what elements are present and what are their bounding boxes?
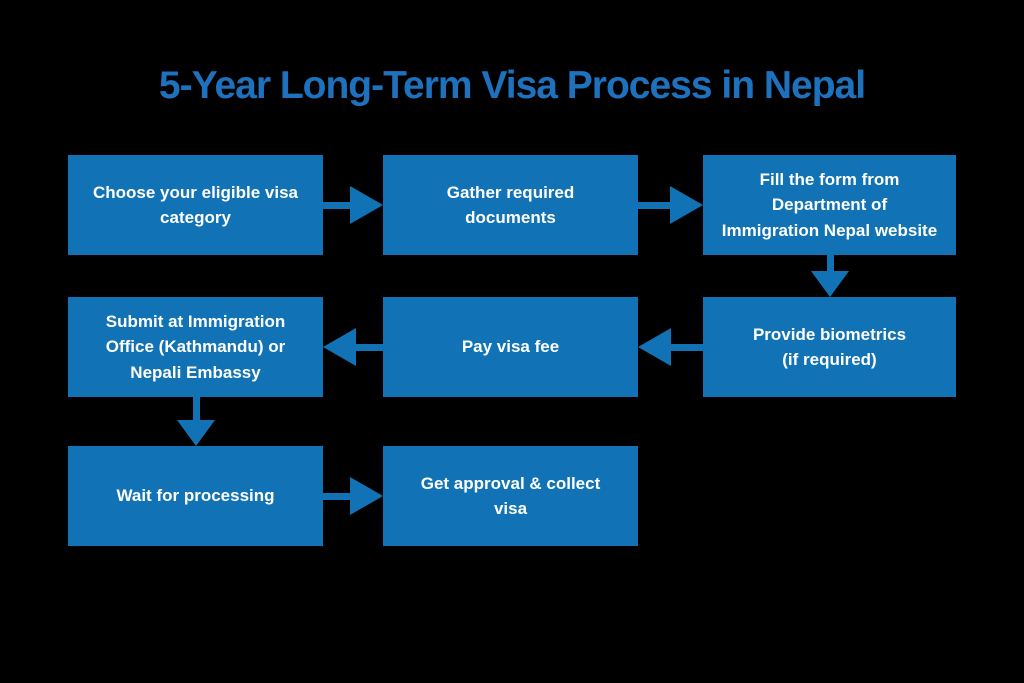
arrow-head-icon [638,328,671,366]
arrow-head-icon [350,477,383,515]
step-pay-visa-fee: Pay visa fee [383,297,638,397]
arrow-stem [323,492,350,500]
arrow-stem [671,343,703,351]
page-title: 5-Year Long-Term Visa Process in Nepal [158,64,866,107]
step-wait-processing: Wait for processing [68,446,323,546]
arrow-down-icon [811,255,849,297]
step-gather-documents: Gather required documents [383,155,638,255]
arrow-head-icon [350,186,383,224]
step-fill-form: Fill the form from Department of Immigra… [703,155,956,255]
arrow-head-icon [323,328,356,366]
step-choose-category: Choose your eligible visa category [68,155,323,255]
arrow-right-icon [323,476,383,516]
arrow-left-icon [638,327,703,367]
arrow-head-icon [670,186,703,224]
arrow-stem [192,397,200,420]
arrow-head-icon [177,420,215,446]
arrow-right-icon [638,185,703,225]
arrow-stem [323,201,350,209]
arrow-right-icon [323,185,383,225]
arrow-stem [826,255,834,271]
step-submit-immigration: Submit at Immigration Office (Kathmandu)… [68,297,323,397]
arrow-stem [638,201,670,209]
step-provide-biometrics: Provide biometrics (if required) [703,297,956,397]
arrow-stem [356,343,383,351]
arrow-down-icon [177,397,215,446]
arrow-left-icon [323,327,383,367]
arrow-head-icon [811,271,849,297]
step-get-approval: Get approval & collect visa [383,446,638,546]
